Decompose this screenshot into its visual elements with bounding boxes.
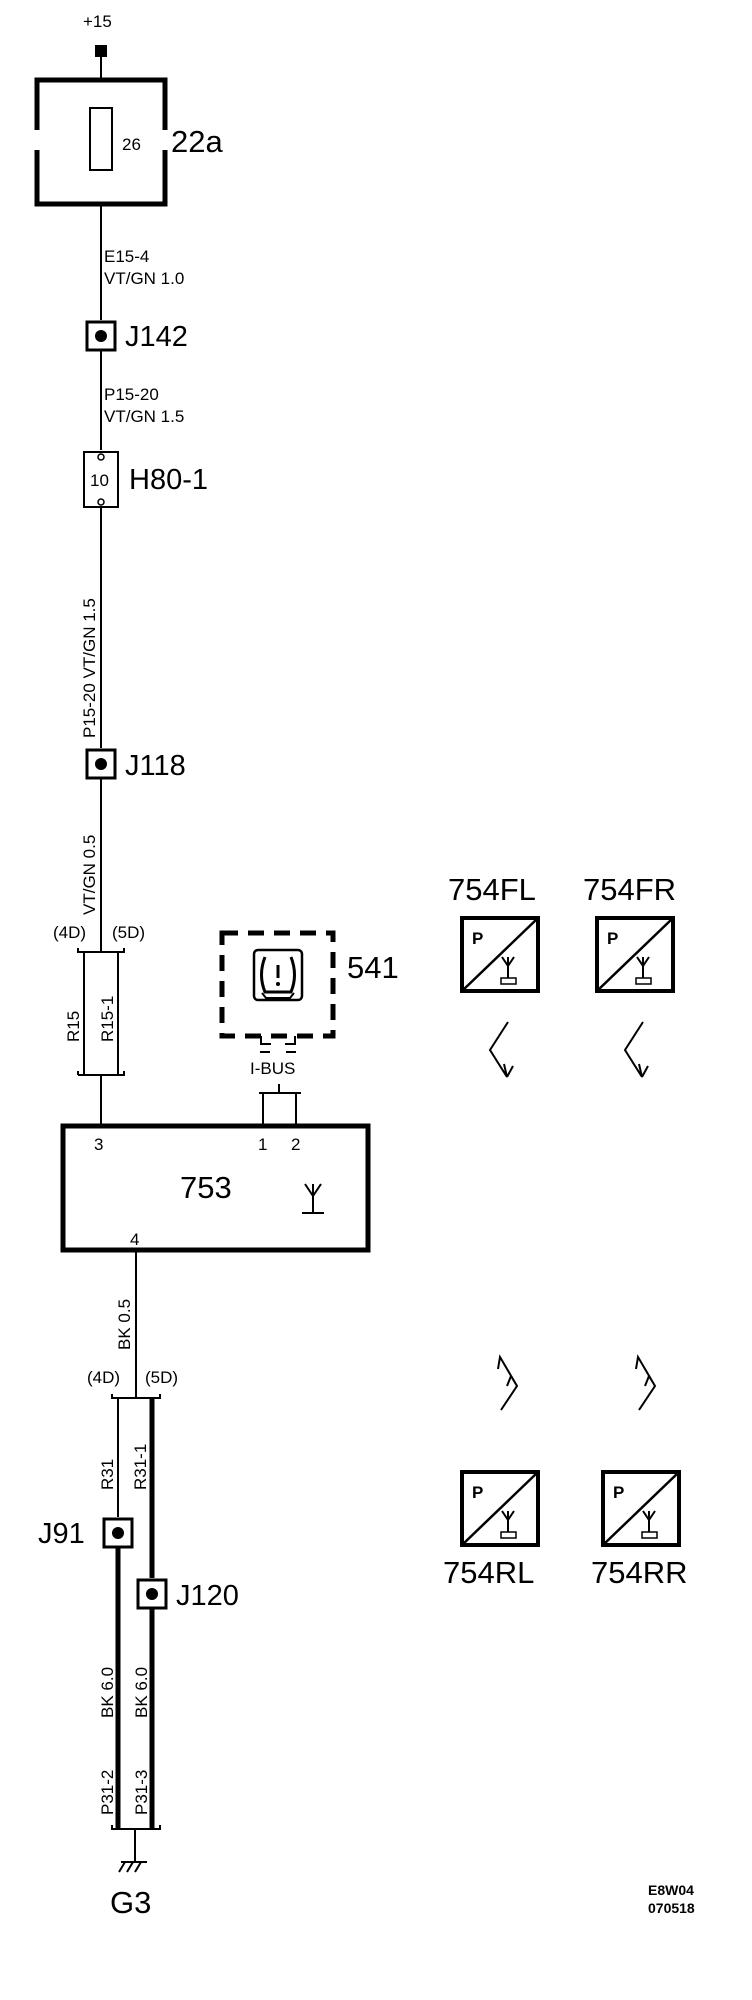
antenna-icon — [302, 1183, 324, 1214]
sensor-754rl — [460, 1470, 540, 1547]
sensor-754fl — [460, 916, 540, 993]
module-753-label: 753 — [180, 1170, 232, 1205]
wire-p31-3-code: P31-3 — [132, 1770, 151, 1815]
junction-j91-label: J91 — [38, 1518, 85, 1550]
indicator-541-box — [219, 930, 336, 1039]
sensor-754rr — [601, 1470, 681, 1547]
module-753-pin2: 2 — [291, 1135, 300, 1154]
wire-p31-2-spec: BK 6.0 — [98, 1667, 117, 1718]
fuse-box-22a — [33, 77, 170, 207]
sensor-754fl-label: 754FL — [448, 872, 536, 907]
wire-e15-4-spec: VT/GN 1.0 — [104, 269, 184, 288]
footer-code: E8W04 — [648, 1882, 694, 1898]
sensor-754rl-symbol: P — [472, 1483, 483, 1502]
junction-j120-label: J120 — [176, 1580, 239, 1612]
wire-p31-3-spec: BK 6.0 — [132, 1667, 151, 1718]
tire-pressure-warning-icon — [252, 948, 304, 1002]
ground-label: G3 — [110, 1885, 151, 1920]
wire-p15-20-code: P15-20 — [104, 385, 159, 404]
wire-vtgn-05-label: VT/GN 0.5 — [80, 835, 99, 915]
variant-lower-bracket — [111, 1394, 161, 1399]
fuse-number: 26 — [122, 135, 141, 154]
junction-j142-dot — [95, 330, 107, 342]
i-bus-label: I-BUS — [250, 1059, 295, 1078]
junction-j142-label: J142 — [125, 321, 188, 353]
junction-j120-dot — [146, 1588, 158, 1600]
wire-e15-4-code: E15-4 — [104, 247, 149, 266]
junction-j118-label: J118 — [125, 750, 186, 782]
fuse-label: 22a — [171, 124, 223, 159]
wire-r15-1-label: R15-1 — [98, 996, 117, 1042]
wire-r15-label: R15 — [64, 1011, 83, 1042]
wire-r31-label: R31 — [98, 1459, 117, 1490]
sensor-754rr-symbol: P — [613, 1483, 624, 1502]
junction-j91-dot — [112, 1527, 124, 1539]
connector-h80-1-pin: 10 — [90, 471, 109, 490]
sensor-754fr-label: 754FR — [583, 872, 676, 907]
wire-p31-2-code: P31-2 — [98, 1770, 117, 1815]
variant-lower-5d: (5D) — [145, 1368, 178, 1387]
wire-p15-20-b-label: P15-20 VT/GN 1.5 — [80, 598, 99, 738]
module-753-pin3: 3 — [94, 1135, 103, 1154]
sensor-754rl-wireless-icon — [497, 1354, 519, 1411]
variant-lower-4d: (4D) — [87, 1368, 120, 1387]
variant-upper-4d: (4D) — [53, 923, 86, 942]
variant-upper-bracket — [77, 948, 125, 953]
junction-j142 — [85, 320, 117, 352]
sensor-754rr-wireless-icon — [635, 1354, 657, 1411]
indicator-541-pins — [260, 1036, 296, 1053]
sensor-754fr — [595, 916, 675, 993]
sensor-754fl-wireless-icon — [488, 1021, 514, 1078]
indicator-541-label: 541 — [347, 950, 399, 985]
sensor-754fr-symbol: P — [607, 929, 618, 948]
variant-upper-5d: (5D) — [112, 923, 145, 942]
sensor-754rl-label: 754RL — [443, 1555, 534, 1590]
supply-label: +15 — [83, 12, 112, 31]
module-753-pin4: 4 — [130, 1230, 139, 1249]
ground-icon — [118, 1861, 147, 1873]
supply-terminal — [95, 45, 107, 57]
sensor-754fl-symbol: P — [472, 929, 483, 948]
module-753-pin1: 1 — [258, 1135, 267, 1154]
sensor-754fr-wireless-icon — [623, 1021, 649, 1078]
sensor-754rr-label: 754RR — [591, 1555, 688, 1590]
variant-upper-bracket-bottom — [77, 1071, 125, 1076]
wire-bk-05-label: BK 0.5 — [115, 1299, 134, 1350]
connector-h80-1-label: H80-1 — [129, 464, 208, 496]
fuse-symbol — [89, 107, 113, 171]
footer-date: 070518 — [648, 1900, 695, 1916]
wire-r31-1-label: R31-1 — [131, 1444, 150, 1490]
junction-j118-dot — [95, 758, 107, 770]
wire-p15-20-spec: VT/GN 1.5 — [104, 407, 184, 426]
